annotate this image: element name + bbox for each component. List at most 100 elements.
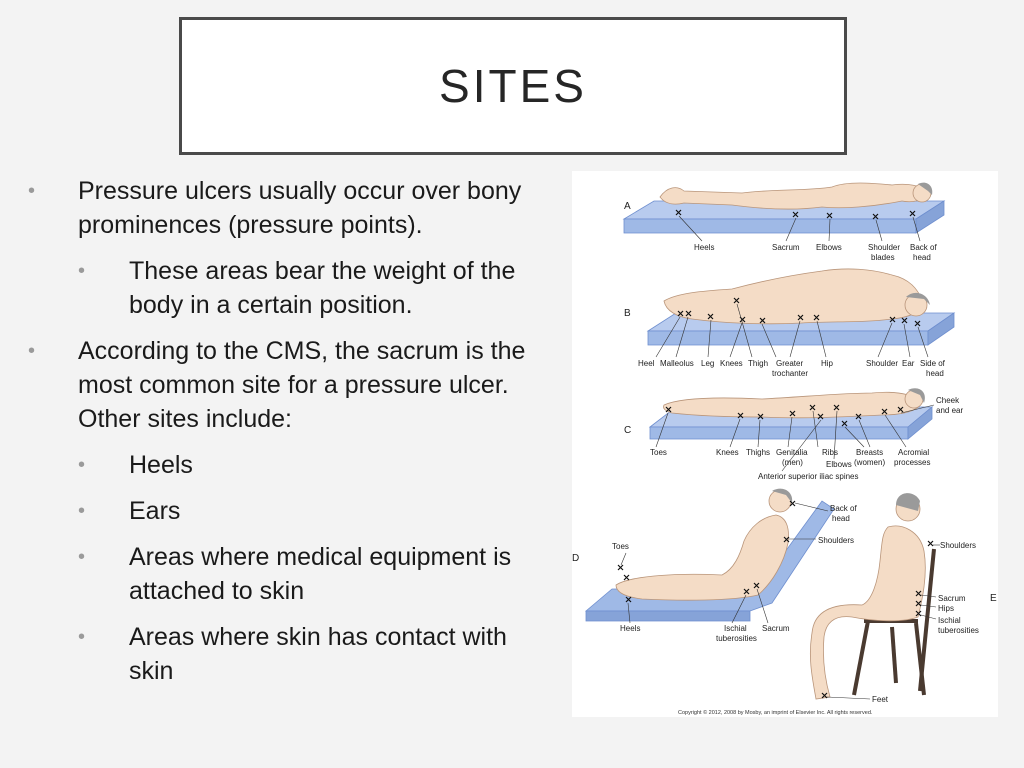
label-back-of-head: head <box>913 253 931 262</box>
leader-lines <box>620 502 829 624</box>
mattress <box>649 426 909 440</box>
label-cheek-and-ear: and ear <box>936 406 963 415</box>
label-ischial-tuberosities: tuberosities <box>938 626 979 635</box>
panel-b-letter: B <box>624 308 631 319</box>
bullet-dot-icon: • <box>78 500 86 522</box>
label-ischial-tuberosities: Ischial <box>724 624 747 633</box>
label-sacrum: Sacrum <box>762 624 790 633</box>
bullet-text: Pressure ulcers usually occur over bony … <box>78 177 522 239</box>
bullet-text: Areas where medical equipment is attache… <box>129 543 512 605</box>
bullet-text: According to the CMS, the sacrum is the … <box>78 337 526 433</box>
label-leg: Leg <box>701 359 714 368</box>
leader-lines <box>655 303 929 358</box>
sub-bullet-item: • Areas where skin has contact with skin <box>28 620 556 688</box>
label-ischial-tuberosities: Ischial <box>938 616 961 625</box>
label-breasts: Breasts <box>856 448 883 457</box>
pressure-marks <box>617 500 796 603</box>
bullet-dot-icon: • <box>78 546 86 568</box>
chair <box>852 548 936 696</box>
label-thigh: Thigh <box>748 359 768 368</box>
label-hip: Hip <box>821 359 834 368</box>
leader-lines <box>655 404 935 472</box>
label-back-of-head: Back of <box>910 243 937 252</box>
label-cheek-and-ear: Cheek <box>936 396 960 405</box>
copyright-text: Copyright © 2012, 2008 by Mosby, an impr… <box>678 709 873 716</box>
body-figure <box>663 391 923 419</box>
label-shoulder: Shoulder <box>866 359 898 368</box>
mattress <box>907 406 933 440</box>
label-thighs: Thighs <box>746 448 770 457</box>
label-shoulders: Shoulders <box>818 536 854 545</box>
label-hips: Hips <box>938 604 954 613</box>
bullet-dot-icon: • <box>78 454 86 476</box>
label-genitalia: (men) <box>782 458 803 467</box>
label-sacrum: Sacrum <box>938 594 966 603</box>
pressure-marks <box>675 209 916 220</box>
hair <box>918 182 933 195</box>
leader-lines <box>678 215 921 242</box>
label-heels: Heels <box>694 243 714 252</box>
title-box: SITES <box>179 17 847 155</box>
panel-b: B <box>624 268 956 378</box>
leader-lines <box>826 544 940 700</box>
pressure-marks <box>665 404 904 427</box>
bullet-list: • Pressure ulcers usually occur over bon… <box>28 174 556 700</box>
bullet-dot-icon: • <box>28 340 36 362</box>
hair <box>896 493 920 511</box>
bullet-item: • Pressure ulcers usually occur over bon… <box>28 174 556 242</box>
body-figure <box>663 268 923 325</box>
body-figure <box>615 514 789 601</box>
panel-e: E Shoulders Sacrum Hips Ischial <box>809 493 997 704</box>
label-side-of-head: Side of <box>920 359 946 368</box>
label-malleolus: Malleolus <box>660 359 694 368</box>
bullet-item: • According to the CMS, the sacrum is th… <box>28 334 556 436</box>
panel-c-letter: C <box>624 425 631 436</box>
mattress <box>927 312 955 346</box>
label-elbows: Elbows <box>826 460 852 469</box>
hair <box>908 388 925 403</box>
pressure-points-figure: A Heels Sacrum Elbows Shoulder blades Ba… <box>572 171 998 717</box>
bullet-dot-icon: • <box>78 626 86 648</box>
pressure-points-illustration: A Heels Sacrum Elbows Shoulder blades Ba… <box>572 182 997 716</box>
label-feet: Feet <box>872 695 889 704</box>
label-genitalia: Genitalia <box>776 448 808 457</box>
panel-d: D Toes Heels Back of head Shoulders Isch <box>572 488 857 643</box>
label-knees: Knees <box>720 359 743 368</box>
bullet-dot-icon: • <box>78 260 86 282</box>
sub-bullet-item: • Areas where medical equipment is attac… <box>28 540 556 608</box>
label-greater-trochanter: trochanter <box>772 369 808 378</box>
panel-a: A Heels Sacrum Elbows Shoulder blades Ba… <box>622 182 946 262</box>
label-ear: Ear <box>902 359 915 368</box>
label-ribs: Ribs <box>822 448 838 457</box>
bullet-text: Areas where skin has contact with skin <box>129 623 507 685</box>
label-acromial-processes: Acromial <box>898 448 929 457</box>
label-heel: Heel <box>638 359 655 368</box>
label-shoulders: Shoulders <box>940 541 976 550</box>
panel-c: C <box>624 388 963 481</box>
label-toes: Toes <box>650 448 667 457</box>
mattress <box>623 218 917 234</box>
label-knees: Knees <box>716 448 739 457</box>
label-iliac-spines: Anterior superior iliac spines <box>758 472 859 481</box>
label-elbows: Elbows <box>816 243 842 252</box>
pressure-marks <box>821 540 934 699</box>
panel-d-letter: D <box>572 553 579 564</box>
label-greater-trochanter: Greater <box>776 359 803 368</box>
slide-title: SITES <box>439 60 587 112</box>
hair <box>906 292 930 305</box>
label-heels: Heels <box>620 624 640 633</box>
hair <box>772 488 793 503</box>
bullet-text: Ears <box>129 497 181 525</box>
panel-e-letter: E <box>990 593 997 604</box>
mattress <box>585 610 751 622</box>
label-shoulder-blades: blades <box>871 253 895 262</box>
sub-bullet-item: • These areas bear the weight of the bod… <box>28 254 556 322</box>
label-breasts: (women) <box>854 458 885 467</box>
label-back-of-head: head <box>832 514 850 523</box>
bullet-text: Heels <box>129 451 193 479</box>
label-sacrum: Sacrum <box>772 243 800 252</box>
label-toes: Toes <box>612 542 629 551</box>
body-figure <box>809 525 926 700</box>
panel-a-letter: A <box>624 201 631 212</box>
label-acromial-processes: processes <box>894 458 930 467</box>
